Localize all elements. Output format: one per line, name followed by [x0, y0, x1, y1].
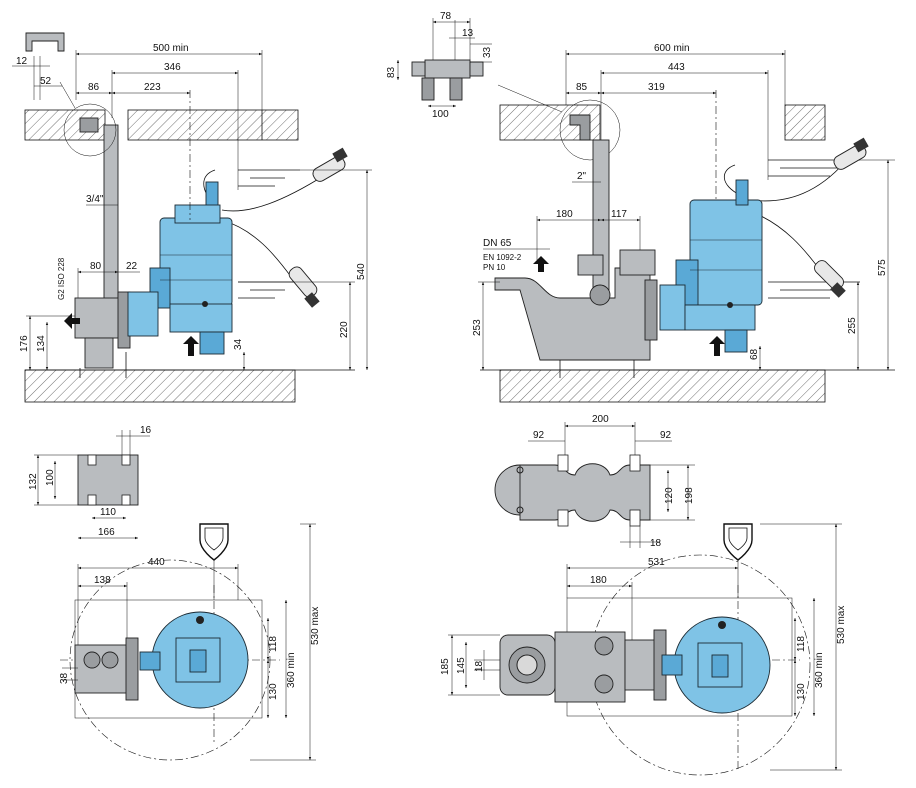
dim-3-4-inch: 3/4" — [86, 194, 104, 205]
ceiling-slab-right-right — [784, 104, 826, 141]
ceiling-slab-right — [127, 109, 299, 141]
pump-body-right — [659, 179, 763, 353]
dim-130-bl: 130 — [268, 683, 279, 700]
dim-223: 223 — [144, 82, 161, 93]
bracket-plan — [77, 454, 139, 506]
float-switch-lower — [288, 266, 320, 308]
dim-138: 138 — [94, 575, 111, 586]
dim-540: 540 — [356, 263, 367, 280]
inflow-arrow-icon-right — [709, 336, 725, 356]
dim-86: 86 — [88, 82, 100, 93]
dim-440: 440 — [148, 557, 165, 568]
dim-g2-thread: G2 ISO 228 — [57, 257, 66, 300]
dim-18-bottom: 18 — [474, 660, 485, 672]
dim-110: 110 — [100, 507, 116, 518]
dim-530-max-br: 530 max — [836, 606, 847, 644]
dim-18-top: 18 — [650, 538, 662, 549]
dim-531: 531 — [648, 557, 665, 568]
float-switch-lower-right — [814, 260, 846, 298]
dim-13: 13 — [462, 28, 474, 39]
base-plan — [74, 644, 131, 694]
dim-22: 22 — [126, 261, 138, 272]
dim-200: 200 — [592, 414, 609, 425]
dim-52: 52 — [40, 76, 52, 87]
pit-circle-right — [589, 554, 811, 776]
dim-dn65: DN 65 — [483, 238, 512, 249]
dim-255: 255 — [847, 317, 858, 334]
dim-134: 134 — [36, 335, 47, 352]
dim-220: 220 — [339, 321, 350, 338]
dim-575: 575 — [877, 259, 888, 276]
flange-plan — [494, 454, 651, 527]
dim-16: 16 — [140, 425, 152, 436]
float-switch-plan-icon — [199, 523, 229, 561]
dim-530-max-bl: 530 max — [310, 607, 321, 645]
pump-plan-right — [661, 616, 771, 714]
dim-2-inch: 2" — [577, 171, 587, 182]
top-bracket-detail — [411, 20, 484, 101]
dim-118-br: 118 — [796, 636, 807, 652]
discharge-base — [74, 297, 124, 339]
bottom-left-plan: 16 132 100 110 166 440 — [28, 425, 321, 761]
base-plan-right — [499, 629, 667, 703]
dim-100-bl: 100 — [45, 469, 56, 486]
dim-92-left: 92 — [533, 430, 545, 441]
dim-118-bl: 118 — [268, 636, 279, 652]
bracket-icon — [25, 32, 65, 52]
dim-85: 85 — [576, 82, 588, 93]
dim-117: 117 — [611, 209, 627, 220]
dim-166: 166 — [98, 527, 115, 538]
guide-pipe — [103, 124, 119, 301]
discharge-base-dn65 — [494, 249, 658, 378]
detail-circle — [63, 103, 117, 157]
dim-198: 198 — [684, 487, 695, 504]
top-left-elevation: 12 52 500 min 346 86 223 3/4" 80 22 G2 I… — [12, 32, 372, 403]
outflow-arrow-icon-right — [533, 256, 549, 272]
outflow-arrow-icon — [64, 313, 80, 329]
floor-slab — [24, 369, 296, 403]
dim-12: 12 — [16, 56, 28, 67]
dim-180: 180 — [556, 209, 573, 220]
dim-180-br: 180 — [590, 575, 607, 586]
dim-443: 443 — [668, 62, 685, 73]
dim-38: 38 — [59, 672, 70, 684]
dim-34: 34 — [233, 338, 244, 350]
dim-83: 83 — [386, 66, 397, 78]
float-switch-upper-right — [833, 137, 869, 170]
inflow-arrow-icon — [183, 336, 199, 356]
float-switch-plan-icon-right — [723, 523, 753, 561]
dim-145: 145 — [456, 657, 467, 674]
pump-body-left — [127, 181, 233, 355]
dim-319: 319 — [648, 82, 665, 93]
dim-360-min-bl: 360 min — [286, 652, 297, 688]
dim-346: 346 — [164, 62, 181, 73]
top-right-elevation: 78 13 33 83 100 600 min 443 85 319 2" 18… — [386, 11, 895, 403]
dim-253: 253 — [472, 319, 483, 336]
dim-68: 68 — [749, 348, 760, 360]
dim-pn10: PN 10 — [483, 263, 506, 272]
dim-33: 33 — [482, 46, 493, 58]
dim-360-min-br: 360 min — [814, 652, 825, 688]
dim-600-min: 600 min — [654, 43, 690, 54]
dim-132: 132 — [28, 473, 39, 490]
dim-92-right: 92 — [660, 430, 672, 441]
dim-130-br: 130 — [796, 683, 807, 700]
float-switch-upper — [312, 147, 348, 182]
bottom-right-plan: 200 92 92 120 198 18 — [440, 414, 847, 776]
dim-176: 176 — [19, 335, 30, 352]
pump-plan-left — [139, 611, 249, 709]
dim-80: 80 — [90, 261, 102, 272]
dim-500-min: 500 min — [153, 43, 189, 54]
dim-120: 120 — [664, 487, 675, 504]
dim-100: 100 — [432, 109, 449, 120]
dim-78: 78 — [440, 11, 452, 22]
dim-185: 185 — [440, 658, 451, 675]
floor-slab-right — [499, 369, 826, 403]
dim-en1092: EN 1092-2 — [483, 253, 522, 262]
